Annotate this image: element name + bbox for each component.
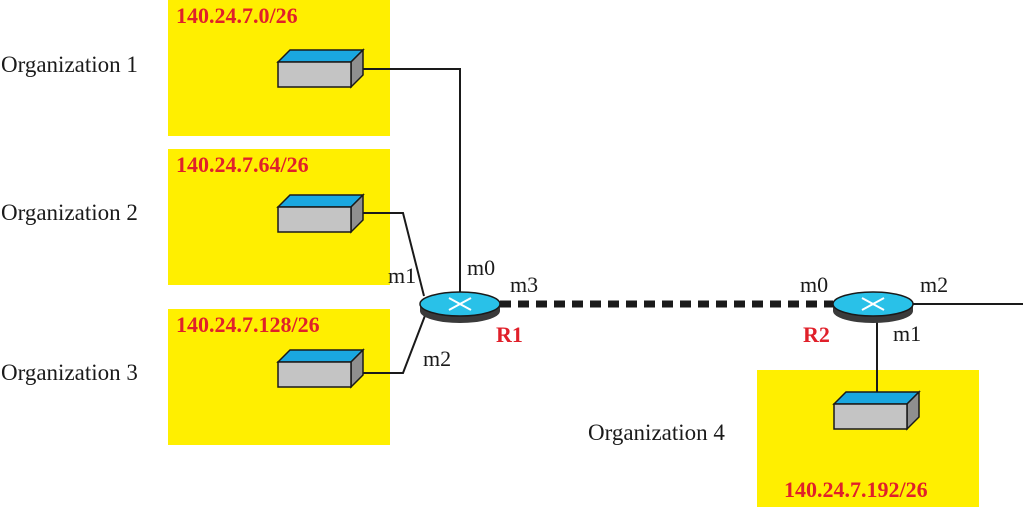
r2-port-m0-label: m0 [800,272,828,297]
org1-network-address: 140.24.7.0/26 [176,3,298,28]
org4-label: Organization 4 [588,420,725,445]
org1-label: Organization 1 [1,52,138,77]
router-r2-label: R2 [803,322,830,347]
link-org2-r1-m1 [363,212,425,297]
router-r1-label: R1 [496,322,523,347]
link-org3-r1-m2 [363,312,427,374]
r2-port-m1-label: m1 [893,321,921,346]
switch-icon [276,348,365,389]
org4-network-address: 140.24.7.192/26 [784,477,928,502]
switch-icon [276,48,365,89]
router-icon [832,291,914,323]
switch-icon [832,390,921,431]
org2-label: Organization 2 [1,200,138,225]
switch-icon [276,193,365,234]
router-icon [419,291,501,323]
org3-label: Organization 3 [1,360,138,385]
org3-network-address: 140.24.7.128/26 [176,312,320,337]
r1-port-m2-label: m2 [423,346,451,371]
org2-network-address: 140.24.7.64/26 [176,152,309,177]
link-org1-r1-m0 [363,68,461,294]
r1-port-m0-label: m0 [467,255,495,280]
r1-port-m1-label: m1 [388,263,416,288]
r2-port-m2-label: m2 [920,272,948,297]
r1-port-m3-label: m3 [510,272,538,297]
